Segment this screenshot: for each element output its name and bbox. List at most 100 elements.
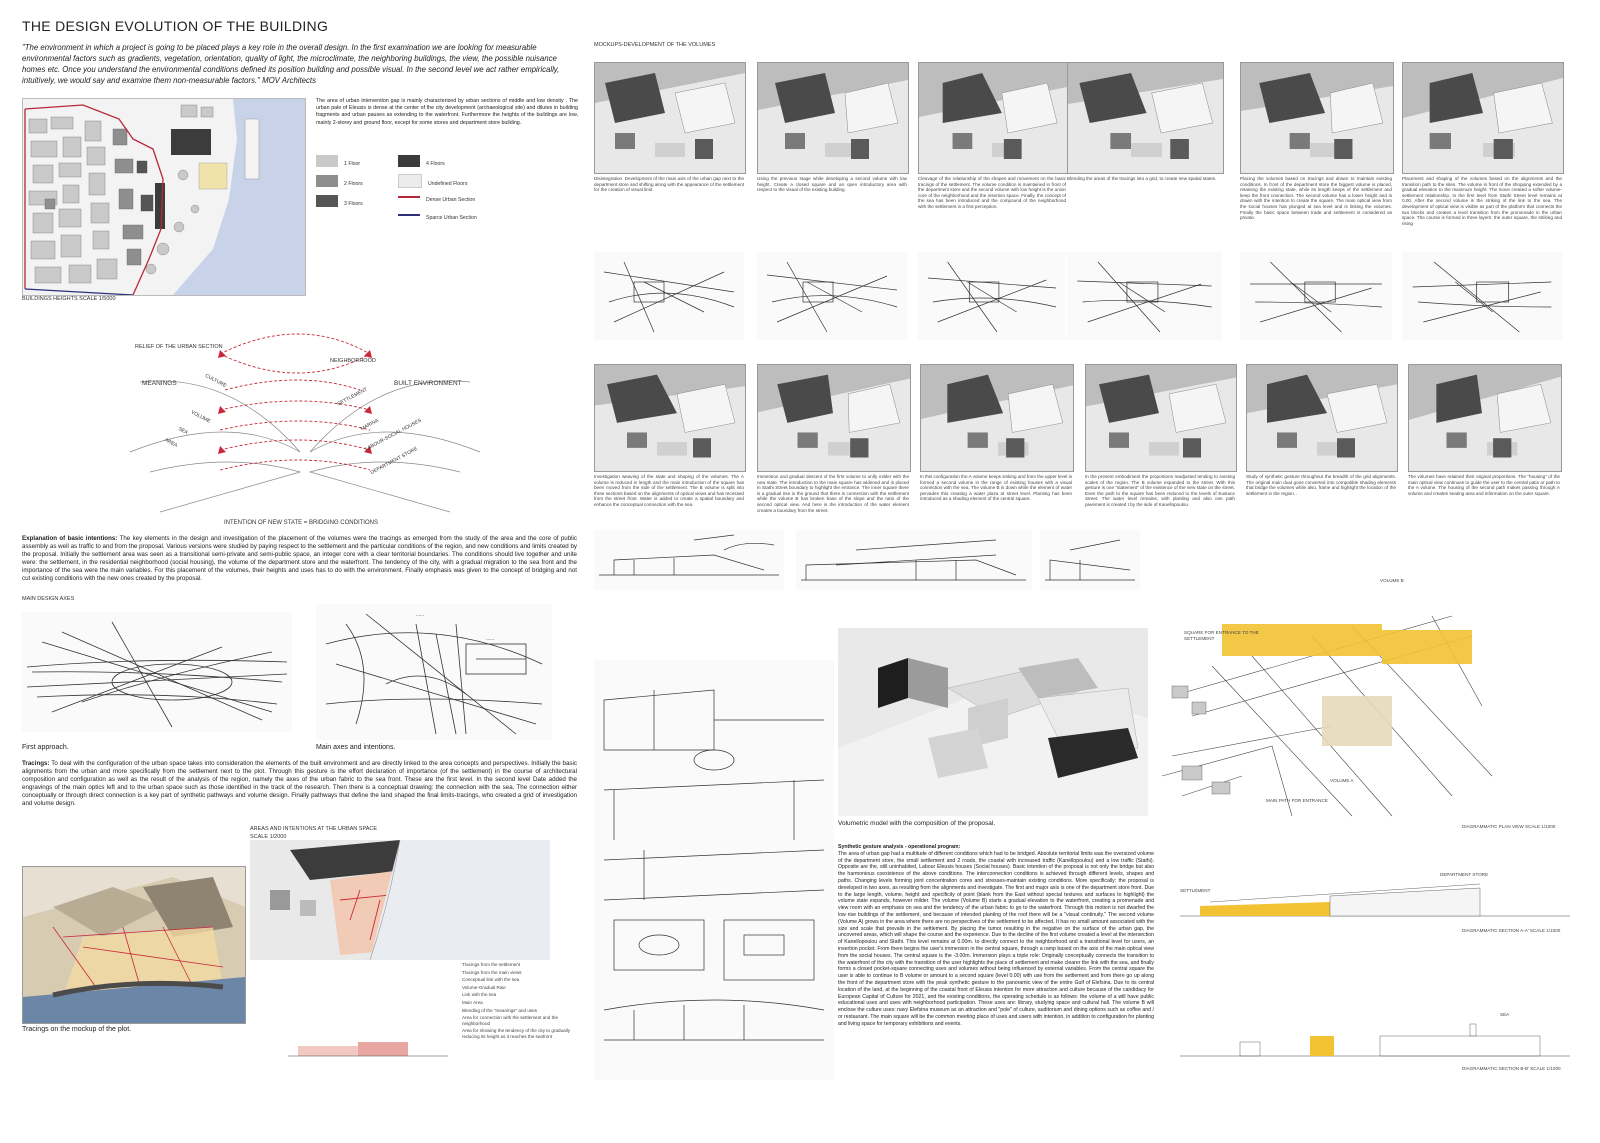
legend-label: Undefined Floors <box>428 181 468 187</box>
explanation-heading: Explanation of basic intentions: <box>22 535 118 542</box>
legend-label: 3 Floors <box>344 201 363 207</box>
tracings-body: To deal with the configuration of the ur… <box>22 760 577 808</box>
section-aa-scale: DIAGRAMMATIC SECTION A-A' SCALE 1/1000 <box>1462 928 1561 933</box>
mockup-caption: In this configuration the A volume keeps… <box>920 474 1072 502</box>
plan-label-square: SQUARE FOR ENTRANCE TO THE SETTLEMENT <box>1184 630 1259 641</box>
section-sketch-3 <box>1040 530 1140 590</box>
synthetic-body: The area of urban gap had a multitude of… <box>838 850 1154 1027</box>
section-aa <box>1180 876 1570 926</box>
legend-item: 1 Floor <box>316 152 360 170</box>
section-aa-settlement: SETTLEMENT <box>1180 888 1211 893</box>
mockup-caption: Immersion and gradual descent of the fir… <box>757 474 909 513</box>
urban-legend-item: Area for connection with the settlement … <box>462 1015 559 1026</box>
legend-swatch <box>398 213 420 216</box>
mockup-photo <box>594 364 746 472</box>
mockup-caption: Investigation weaving of the state and s… <box>594 474 744 507</box>
perspective-sketches <box>594 660 834 1080</box>
legend-swatch <box>316 194 338 207</box>
heights-caption: BUILDINGS HEIGHTS SCALE 1/5000 <box>22 296 116 302</box>
legend-item: Sparce Urban Section <box>398 206 477 224</box>
svg-text:......: ...... <box>486 636 494 642</box>
section-bb <box>1180 1010 1570 1066</box>
mockup-caption: Blending the areas of the tracings into … <box>1067 176 1217 181</box>
axes-heading: MAIN DESIGN AXES <box>22 596 75 602</box>
legend-swatch <box>398 195 420 198</box>
mockup-caption: Tracings on the mockup of the plot. <box>22 1026 132 1033</box>
plan-label-volume-b: VOLUME B <box>1380 578 1404 583</box>
first-approach-sketch <box>22 612 292 732</box>
legend-swatch <box>316 154 338 167</box>
section-sketch-1 <box>594 530 784 590</box>
heights-legend: 1 Floor 4 Floors 2 Floors Undefined Floo… <box>316 152 556 222</box>
urban-legend: Tracings from the settlement Tracings fr… <box>462 962 582 1040</box>
model-caption: Volumetric model with the composition of… <box>838 820 996 827</box>
legend-item: 3 Floors <box>316 192 363 210</box>
legend-swatch <box>316 174 338 187</box>
diagram-right-top: NEIGHBORHOOD <box>330 358 376 364</box>
tracings-heading: Tracings: <box>22 760 50 767</box>
urban-scale: SCALE 1/2000 <box>250 834 287 840</box>
mockup-photo <box>1085 364 1237 472</box>
mockup-photo <box>757 62 909 174</box>
section-sketch-2 <box>796 530 1032 590</box>
diagrammatic-plan <box>1152 576 1572 824</box>
explanation-body: The key elements in the design and inves… <box>22 535 577 583</box>
concept-diagram <box>120 322 490 532</box>
diagram-bottom: INTENTION OF NEW STATE = BRIDGING CONDIT… <box>224 520 378 526</box>
mockup-caption: In the present embodiment the proportion… <box>1085 474 1235 507</box>
building-heights-map <box>22 98 306 296</box>
legend-swatch <box>398 154 420 167</box>
legend-swatch <box>398 173 422 188</box>
process-sketch <box>757 252 907 340</box>
intro-quote: "The environment in which a project is g… <box>22 43 560 85</box>
process-sketch <box>594 252 744 340</box>
first-approach-caption: First approach. <box>22 744 69 751</box>
plan-label-volume-a: VOLUME A <box>1330 778 1354 783</box>
legend-label: Dense Urban Section <box>426 197 476 203</box>
diagram-left-top: RELIEF OF THE URBAN SECTION <box>135 344 223 350</box>
mockups-heading: MOCKUPS-DEVELOPMENT OF THE VOLUMES <box>594 42 716 48</box>
plan-scale: DIAGRAMMATIC PLAN VIEW SCALE 1/1000 <box>1462 824 1556 829</box>
mockup-caption: Placing the volumes based on tracings an… <box>1240 176 1392 221</box>
process-sketch <box>1402 252 1562 340</box>
volumetric-model <box>838 628 1148 816</box>
process-sketch <box>1067 252 1222 340</box>
mockup-photo <box>594 62 746 174</box>
urban-legend-item: Link with the sea <box>462 992 497 998</box>
section-bb-sea: SEA <box>1500 1012 1510 1017</box>
urban-legend-item: Main Area <box>462 999 483 1005</box>
tracings-text: Tracings: To deal with the configuration… <box>22 760 577 809</box>
mockup-photo <box>920 364 1074 472</box>
svg-text:......: ...... <box>416 612 424 618</box>
plot-mockup-photo <box>22 866 246 1024</box>
mockup-caption: Cleavage of the relationship of the shap… <box>918 176 1066 209</box>
legend-item: 4 Floors <box>398 152 445 170</box>
synthetic-text: Synthetic gesture analysis - operational… <box>838 844 1154 1028</box>
section-bb-scale: DIAGRAMMATIC SECTION B-B' SCALE 1/1000 <box>1462 1066 1561 1071</box>
heights-intro-text: The area of urban intervention gap is ma… <box>316 98 578 126</box>
legend-item: Dense Urban Section <box>398 188 475 206</box>
process-sketch <box>918 252 1066 340</box>
urban-areas-plan <box>250 839 550 961</box>
plan-label-main-path: MAIN PATH FOR ENTRANCE <box>1266 798 1328 803</box>
legend-label: 4 Floors <box>426 161 445 167</box>
mockup-photo <box>918 62 1068 174</box>
mockup-photo <box>1402 62 1564 174</box>
urban-legend-item: Volume-Gradual Rise <box>462 984 506 990</box>
urban-section-sketch <box>288 1036 448 1064</box>
mockup-photo <box>1246 364 1398 472</box>
mockup-photo <box>757 364 911 472</box>
mockup-caption: Study of synthetic gesture throughout th… <box>1246 474 1396 496</box>
urban-legend-item: Tracings from the main views <box>462 969 522 975</box>
mockup-photo <box>1408 364 1562 472</box>
mockup-caption: The volumes have retained their original… <box>1408 474 1560 496</box>
mockup-caption: Disintegration. Development of the main … <box>594 176 744 193</box>
urban-heading: AREAS AND INTENTIONS AT THE URBAN SPACE <box>250 826 378 832</box>
urban-legend-item: Blending of the "meanings" and uses <box>462 1007 538 1013</box>
explanation-text: Explanation of basic intentions: The key… <box>22 535 577 584</box>
diagram-left-mid: MEANINGS <box>142 380 177 387</box>
synthetic-heading: Synthetic gesture analysis - operational… <box>838 844 961 850</box>
urban-legend-item: Conceptual link with the sea <box>462 977 520 983</box>
legend-item: Undefined Floors <box>398 172 468 190</box>
legend-label: 2 Floors <box>344 181 363 187</box>
